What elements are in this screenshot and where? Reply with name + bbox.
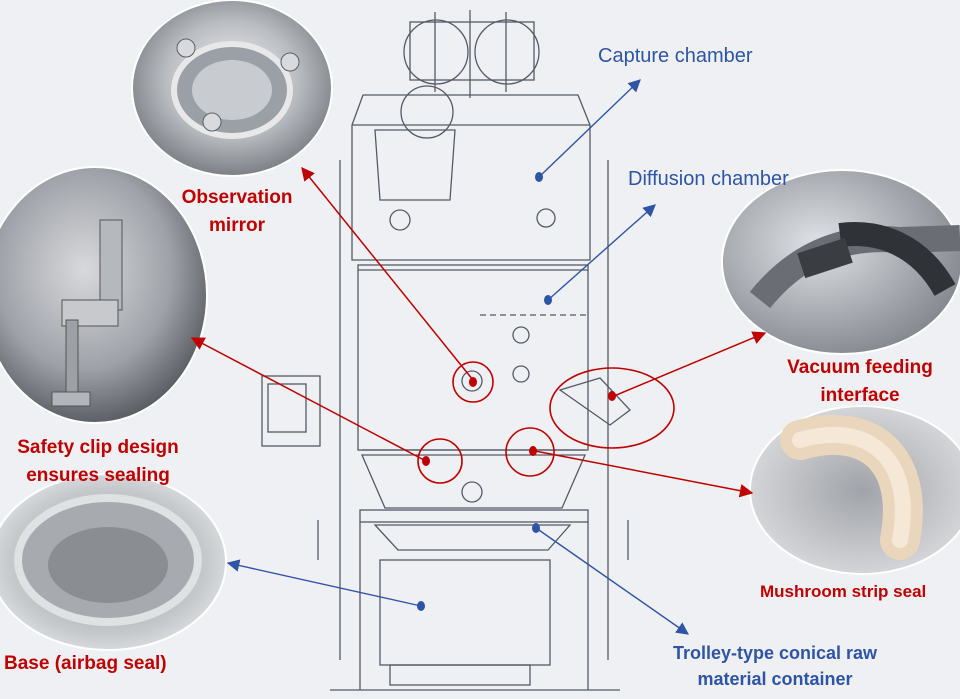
vacuum-feeding-label: Vacuum feeding interface [762, 354, 958, 410]
base-photo [0, 473, 227, 651]
mushroom-seal-photo [749, 405, 960, 575]
vacuum-feeding-label-line2: interface [820, 385, 900, 406]
observation-mirror-label-line2: mirror [209, 215, 265, 236]
safety-clip-label: Safety clip design ensures sealing [0, 434, 196, 490]
blue-callout-arrows [226, 79, 690, 635]
observation-mirror-photo [131, 0, 333, 177]
capture-chamber-label: Capture chamber [598, 45, 753, 67]
vacuum-feeding-photo [721, 169, 960, 355]
trolley-container-label-line1: Trolley-type conical raw [672, 643, 878, 663]
diffusion-chamber-label: Diffusion chamber [628, 168, 789, 190]
blue-callout-dots [417, 172, 552, 611]
machine-line-drawing [261, 10, 631, 691]
base-label: Base (airbag seal) [4, 653, 167, 674]
red-callout-dots [422, 377, 616, 466]
red-callout-circles [417, 361, 675, 484]
mushroom-seal-label: Mushroom strip seal [760, 582, 927, 601]
observation-mirror-label: Observation mirror [162, 184, 312, 240]
safety-clip-label-line2: ensures sealing [26, 465, 170, 486]
observation-mirror-label-line1: Observation [181, 187, 293, 208]
trolley-container-label-line2: material container [697, 669, 853, 689]
red-callout-arrows [190, 166, 767, 498]
safety-clip-photo [0, 166, 208, 424]
trolley-container-label: Trolley-type conical raw material contai… [655, 640, 895, 692]
safety-clip-label-line1: Safety clip design [17, 437, 179, 458]
vacuum-feeding-label-line1: Vacuum feeding [787, 357, 933, 378]
